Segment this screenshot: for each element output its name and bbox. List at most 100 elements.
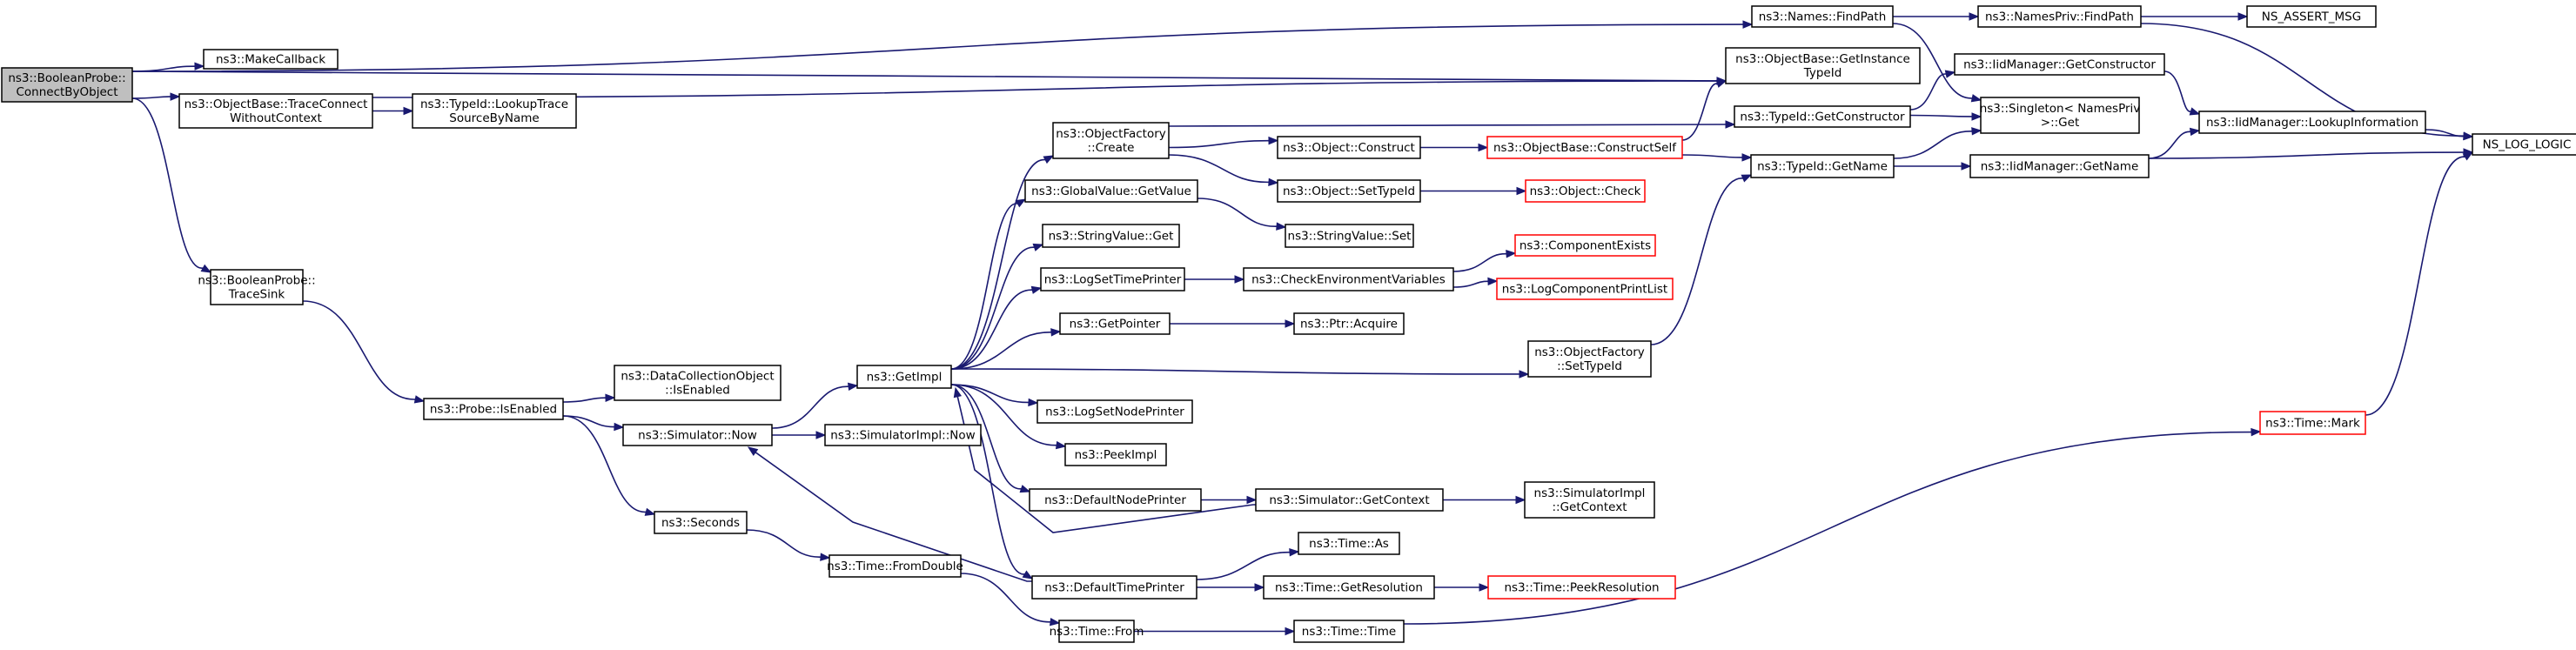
node-box[interactable] (1954, 53, 2165, 76)
node-fromdouble[interactable]: ns3::Time::FromDouble (827, 554, 963, 578)
node-nslog[interactable]: NS_LOG_LOGIC (2472, 133, 2576, 156)
node-timegetres[interactable]: ns3::Time::GetResolution (1263, 575, 1435, 600)
node-box[interactable] (1969, 154, 2150, 178)
node-box[interactable] (2246, 5, 2377, 28)
node-box[interactable] (1, 67, 133, 103)
node-ofsettypeid[interactable]: ns3::ObjectFactory::SetTypeId (1527, 340, 1652, 378)
node-seconds[interactable]: ns3::Seconds (654, 511, 748, 534)
node-box[interactable] (1977, 5, 2142, 28)
node-box[interactable] (1036, 399, 1193, 424)
node-nsassert[interactable]: NS_ASSERT_MSG (2246, 5, 2377, 28)
node-singletonget[interactable]: ns3::Singleton< NamesPriv >::Get (1980, 97, 2141, 134)
node-box[interactable] (1527, 340, 1652, 378)
node-logsettime[interactable]: ns3::LogSetTimePrinter (1040, 267, 1185, 291)
node-box[interactable] (856, 365, 952, 389)
node-box[interactable] (210, 269, 304, 305)
node-simnow[interactable]: ns3::Simulator::Now (622, 424, 773, 446)
node-root[interactable]: ns3::BooleanProbe::ConnectByObject (1, 67, 133, 103)
node-box[interactable] (203, 49, 339, 70)
node-objsettypeid[interactable]: ns3::Object::SetTypeId (1277, 179, 1421, 203)
node-iidgetctor[interactable]: ns3::IidManager::GetConstructor (1954, 53, 2165, 76)
node-objfactcreate[interactable]: ns3::ObjectFactory::Create (1052, 122, 1170, 159)
node-dcoenabled[interactable]: ns3::DataCollectionObject::IsEnabled (614, 365, 782, 401)
node-isenabled[interactable]: ns3::Probe::IsEnabled (423, 398, 564, 420)
node-box[interactable] (614, 365, 782, 401)
node-box[interactable] (1734, 105, 1911, 128)
node-box[interactable] (828, 554, 962, 578)
node-box[interactable] (1487, 575, 1676, 600)
node-timeas[interactable]: ns3::Time::As (1298, 532, 1400, 555)
node-box[interactable] (1263, 575, 1435, 600)
node-peekres[interactable]: ns3::Time::PeekResolution (1487, 575, 1676, 600)
node-logsetnode[interactable]: ns3::LogSetNodePrinter (1036, 399, 1193, 424)
node-box[interactable] (1725, 47, 1921, 84)
node-box[interactable] (1514, 234, 1656, 257)
node-box[interactable] (1243, 267, 1454, 291)
node-peekimpl[interactable]: ns3::PeekImpl (1064, 443, 1167, 466)
node-box[interactable] (1980, 97, 2140, 134)
node-compexists[interactable]: ns3::ComponentExists (1514, 234, 1656, 257)
node-box[interactable] (1285, 224, 1414, 248)
node-getimpl[interactable]: ns3::GetImpl (856, 365, 952, 389)
node-simgetctx[interactable]: ns3::Simulator::GetContext (1255, 488, 1444, 512)
node-box[interactable] (1064, 443, 1167, 466)
node-objcheck[interactable]: ns3::Object::Check (1525, 179, 1646, 203)
node-box[interactable] (1525, 179, 1646, 203)
node-box[interactable] (622, 424, 773, 446)
node-timetime[interactable]: ns3::Time::Time (1293, 620, 1405, 643)
node-box[interactable] (1293, 312, 1405, 335)
node-box[interactable] (654, 511, 748, 534)
node-box[interactable] (1277, 136, 1421, 159)
node-timemark[interactable]: ns3::Time::Mark (2259, 411, 2366, 435)
node-box[interactable] (1040, 267, 1185, 291)
node-box[interactable] (2198, 111, 2426, 134)
node-getpointer[interactable]: ns3::GetPointer (1059, 312, 1171, 335)
node-iidlookup[interactable]: ns3::IidManager::LookupInformation (2198, 111, 2426, 134)
node-makecb[interactable]: ns3::MakeCallback (203, 49, 339, 70)
node-box[interactable] (412, 93, 577, 129)
node-box[interactable] (178, 93, 373, 129)
node-svget[interactable]: ns3::StringValue::Get (1042, 224, 1180, 248)
node-box[interactable] (1751, 5, 1894, 28)
node-box[interactable] (1496, 278, 1674, 300)
node-box[interactable] (1059, 312, 1171, 335)
node-box[interactable] (1029, 488, 1202, 512)
node-objconstruct[interactable]: ns3::Object::Construct (1277, 136, 1421, 159)
node-iidgetname[interactable]: ns3::IidManager::GetName (1969, 154, 2150, 178)
node-simimplnow[interactable]: ns3::SimulatorImpl::Now (824, 424, 982, 446)
node-ptracquire[interactable]: ns3::Ptr::Acquire (1293, 312, 1405, 335)
node-svset[interactable]: ns3::StringValue::Set (1285, 224, 1414, 248)
node-box[interactable] (1298, 532, 1400, 555)
node-box[interactable] (1524, 481, 1655, 519)
node-timefrom[interactable]: ns3::Time::From (1050, 620, 1144, 643)
node-box[interactable] (1042, 224, 1180, 248)
node-box[interactable] (2259, 411, 2366, 435)
node-simimplgetctx[interactable]: ns3::SimulatorImpl::GetContext (1524, 481, 1655, 519)
node-box[interactable] (1277, 179, 1421, 203)
node-tidgetctor[interactable]: ns3::TypeId::GetConstructor (1734, 105, 1911, 128)
node-box[interactable] (2472, 133, 2576, 156)
node-logcompprint[interactable]: ns3::LogComponentPrintList (1496, 278, 1674, 300)
node-box[interactable] (1486, 136, 1683, 159)
node-constructself[interactable]: ns3::ObjectBase::ConstructSelf (1486, 136, 1683, 159)
node-namesfind[interactable]: ns3::Names::FindPath (1751, 5, 1894, 28)
node-tracesink[interactable]: ns3::BooleanProbe::TraceSink (198, 269, 316, 305)
node-checkenv[interactable]: ns3::CheckEnvironmentVariables (1243, 267, 1454, 291)
node-tidgetname[interactable]: ns3::TypeId::GetName (1750, 154, 1895, 178)
node-defnode[interactable]: ns3::DefaultNodePrinter (1029, 488, 1202, 512)
node-deftime[interactable]: ns3::DefaultTimePrinter (1031, 575, 1197, 600)
node-box[interactable] (1031, 575, 1197, 600)
node-box[interactable] (1293, 620, 1405, 643)
node-traceconn[interactable]: ns3::ObjectBase::TraceConnectWithoutCont… (178, 93, 373, 129)
node-box[interactable] (824, 424, 982, 446)
node-box[interactable] (1255, 488, 1444, 512)
node-box[interactable] (1058, 620, 1135, 643)
node-box[interactable] (1024, 179, 1198, 203)
node-namesprivfind[interactable]: ns3::NamesPriv::FindPath (1977, 5, 2142, 28)
node-box[interactable] (423, 398, 564, 420)
node-box[interactable] (1052, 122, 1170, 159)
node-gvgetvalue[interactable]: ns3::GlobalValue::GetValue (1024, 179, 1198, 203)
node-box[interactable] (1750, 154, 1895, 178)
